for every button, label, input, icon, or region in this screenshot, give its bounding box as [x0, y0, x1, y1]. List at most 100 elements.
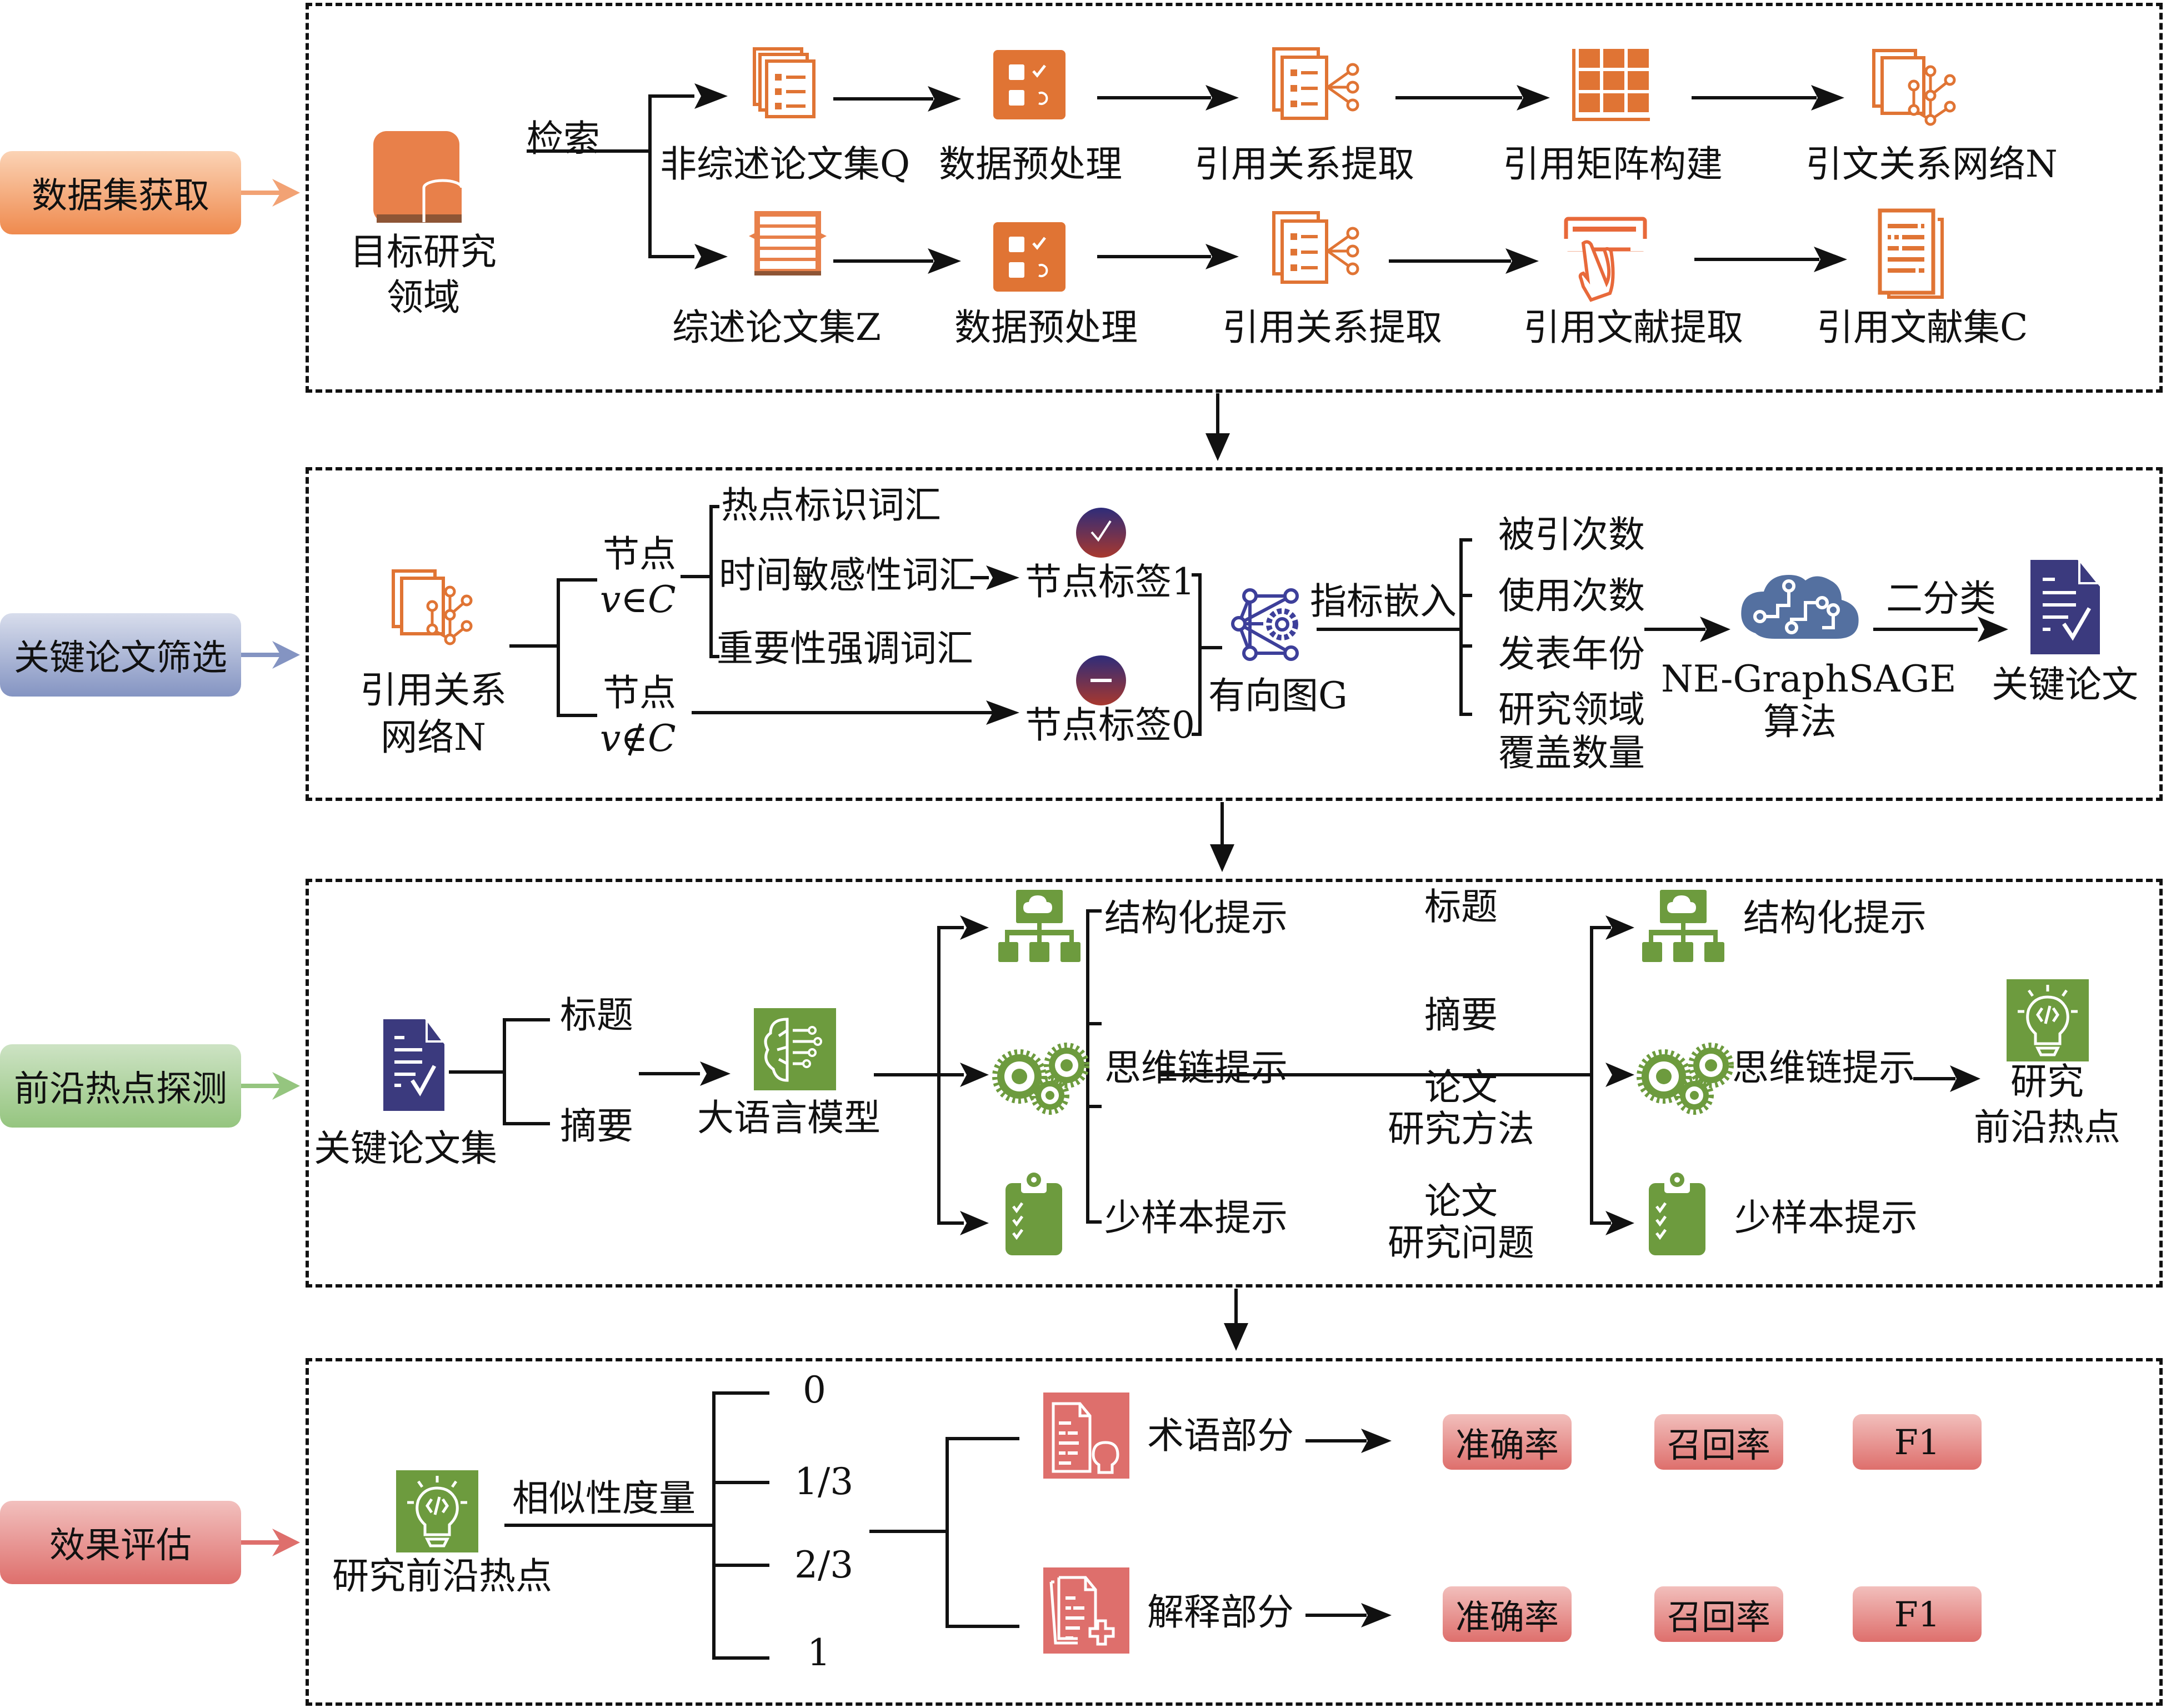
clipboard-check-icon: [1006, 1173, 1062, 1255]
stage-arrow-blue: [241, 641, 300, 669]
document-check-icon: [2030, 557, 2101, 654]
llm-label: 大语言模型: [697, 1096, 881, 1139]
field-title: 标题: [1424, 885, 1498, 928]
metric-citations: 被引次数: [1498, 513, 1645, 556]
section2-connectors: [509, 505, 2008, 736]
algorithm-label-line2: 算法: [1763, 700, 1837, 743]
check-circle-icon: [1076, 508, 1126, 558]
document-lightbulb-icon: [1043, 1393, 1129, 1479]
stage-arrow-red: [241, 1529, 300, 1556]
metric-label: 召回率: [1667, 1425, 1770, 1465]
stage-arrow-green: [241, 1072, 300, 1100]
stage-label: 前沿热点探测: [14, 1069, 227, 1110]
node-in-label: 节点: [603, 533, 676, 575]
input-title: 标题: [560, 994, 633, 1036]
checklist-icon: [993, 50, 1066, 119]
row-q-step-2-label: 数据预处理: [939, 143, 1122, 186]
section3-connectors: [449, 909, 1980, 1235]
row-q-step-4-label: 引用矩阵构建: [1503, 143, 1723, 186]
metric-field-coverage-line2: 覆盖数量: [1498, 732, 1645, 774]
embed-label: 指标嵌入: [1310, 580, 1457, 623]
lightbulb-code-icon: [396, 1470, 478, 1552]
stage-dataset-acquisition: 数据集获取: [0, 151, 241, 234]
structured-hierarchy-icon: [1642, 890, 1724, 962]
document-network-icon: [1272, 47, 1359, 120]
term-f1-badge: F1: [1853, 1414, 1982, 1470]
explanation-precision-badge: 准确率: [1443, 1586, 1572, 1642]
directed-graph-label: 有向图G: [1208, 674, 1348, 717]
explanation-recall-badge: 召回率: [1654, 1586, 1783, 1642]
vocab-importance: 重要性强调词汇: [717, 627, 973, 670]
checklist-icon: [993, 222, 1066, 292]
metric-year: 发表年份: [1498, 633, 1645, 675]
similarity-level-0: 0: [803, 1369, 826, 1411]
section-dataset-acquisition: [306, 3, 2163, 393]
node-label-0: 节点标签0: [1025, 704, 1195, 747]
metric-label: 准确率: [1455, 1425, 1559, 1465]
structured-hierarchy-icon: [998, 890, 1081, 962]
stage-key-paper-screening: 关键论文筛选: [0, 613, 241, 697]
node-in-condition: v∈C: [600, 578, 676, 621]
document-set-icon: [1878, 208, 1944, 299]
algorithm-label-line1: NE-GraphSAGE: [1661, 658, 1957, 700]
node-out-label: 节点: [603, 672, 676, 714]
stage-label: 数据集获取: [32, 176, 209, 217]
citation-network-icon: [392, 569, 473, 645]
prompt2-chain-of-thought: 思维链提示: [1732, 1046, 1915, 1089]
explanation-f1-badge: F1: [1853, 1586, 1982, 1642]
matrix-grid-icon: [1572, 49, 1650, 121]
source-label-line1: 目标研究: [350, 231, 497, 273]
llm-brain-icon: [754, 1008, 836, 1090]
row-z-step-1-label: 综述论文集Z: [672, 306, 881, 349]
row-z-step-5-label: 引用文献集C: [1817, 306, 2028, 349]
prompt-chain-of-thought: 思维链提示: [1104, 1046, 1288, 1089]
prompt-structured: 结构化提示: [1104, 896, 1288, 939]
term-recall-badge: 召回率: [1654, 1414, 1783, 1470]
field-method-line2: 研究方法: [1388, 1108, 1534, 1150]
field-abstract: 摘要: [1424, 994, 1498, 1036]
stage-frontier-detection: 前沿热点探测: [0, 1044, 241, 1128]
key-paper-label: 关键论文: [1992, 663, 2138, 706]
binary-classify-label: 二分类: [1886, 577, 1996, 620]
flow-down-arrow-3: [1224, 1289, 1248, 1351]
document-stack-icon: [753, 47, 816, 118]
stage-evaluation: 效果评估: [0, 1501, 241, 1584]
node-label-1: 节点标签1: [1025, 560, 1195, 603]
network-label-line1: 引用关系: [360, 669, 507, 712]
row-q-step-1-label: 非综述论文集Q: [660, 143, 911, 186]
metric-field-coverage-line1: 研究领域: [1498, 688, 1645, 731]
node-out-condition: v∉C: [600, 717, 676, 760]
document-add-icon: [1043, 1567, 1129, 1654]
explanation-part-label: 解释部分: [1147, 1591, 1294, 1634]
metric-label: 召回率: [1667, 1597, 1770, 1637]
stage-label: 效果评估: [49, 1525, 192, 1566]
row-z-step-2-label: 数据预处理: [954, 306, 1138, 349]
stage-arrow-orange: [241, 179, 300, 207]
metric-usage: 使用次数: [1498, 574, 1645, 617]
term-part-label: 术语部分: [1147, 1414, 1294, 1457]
similarity-level-1-3: 1/3: [794, 1460, 854, 1503]
field-problem-line2: 研究问题: [1388, 1221, 1534, 1264]
frontier-hotspot-source-label: 研究前沿热点: [332, 1555, 552, 1597]
section1-connectors: [527, 83, 1847, 274]
ai-brain-cloud-icon: [1741, 575, 1859, 639]
metric-label: F1: [1894, 1421, 1940, 1462]
flow-down-arrow-1: [1205, 393, 1230, 461]
similarity-measure-label: 相似性度量: [512, 1477, 696, 1520]
vocab-hotspot: 热点标识词汇: [721, 484, 941, 527]
row-z-step-3-label: 引用关系提取: [1222, 306, 1442, 349]
gears-icon: [1637, 1043, 1734, 1115]
prompt2-few-shot: 少样本提示: [1734, 1196, 1918, 1239]
key-paper-set-label: 关键论文集: [314, 1127, 497, 1170]
document-network-icon: [1272, 211, 1359, 284]
clipboard-check-icon: [1649, 1173, 1705, 1255]
frontier-hotspot-label-line2: 前沿热点: [1974, 1106, 2120, 1149]
section-evaluation: [306, 1358, 2163, 1706]
directed-graph-icon: [1231, 588, 1299, 661]
input-abstract: 摘要: [560, 1105, 633, 1148]
document-list-icon: [749, 211, 827, 276]
lightbulb-code-icon: [2007, 979, 2089, 1061]
hand-extract-icon: [1564, 217, 1647, 302]
similarity-level-2-3: 2/3: [794, 1544, 854, 1586]
